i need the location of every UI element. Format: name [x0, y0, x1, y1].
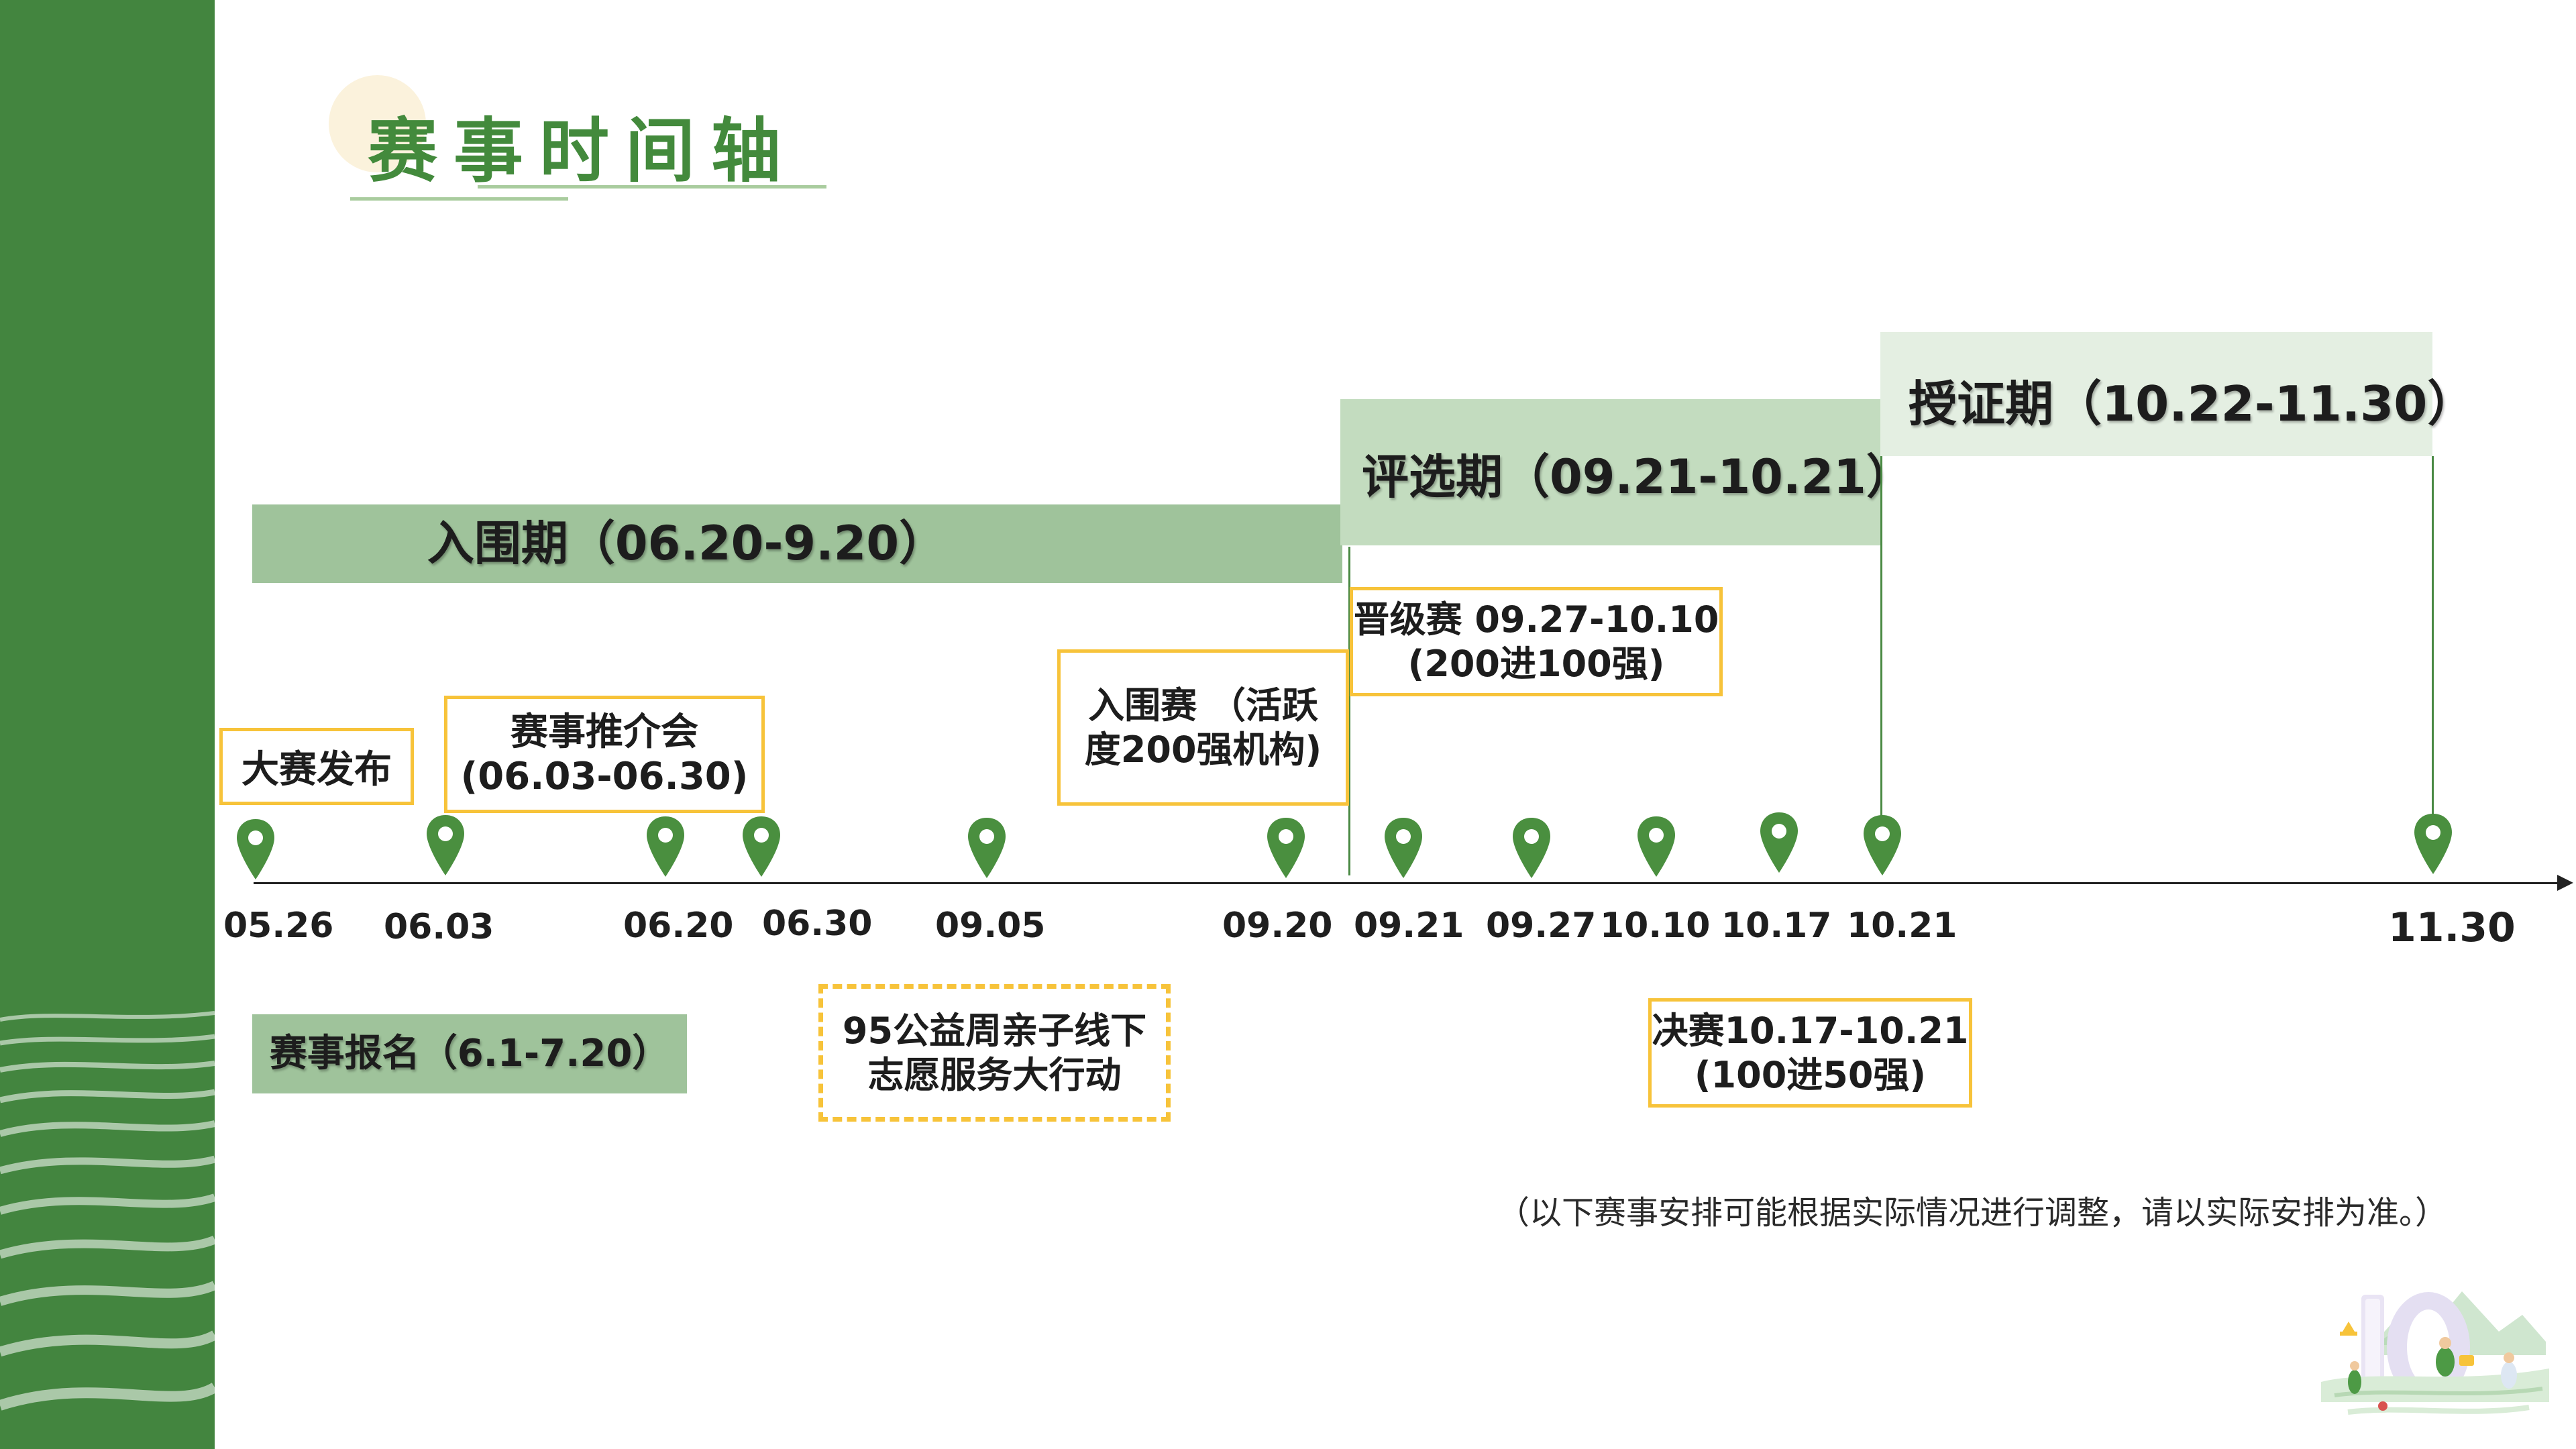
location-pin-icon: [645, 814, 686, 879]
event-launch-box: 大赛发布: [219, 728, 414, 805]
phase-shortlist-bar: 入围期（06.20-9.20）: [252, 504, 1342, 583]
anniversary-illustration: [2308, 1268, 2549, 1436]
disclaimer-note: （以下赛事安排可能根据实际情况进行调整，请以实际安排为准。）: [1497, 1194, 2448, 1232]
date-label: 06.30: [762, 904, 873, 944]
date-label: 11.30: [2388, 904, 2516, 951]
event-promotion-box: 晋级赛 09.27-10.10 (200进100强): [1350, 587, 1723, 696]
date-label: 09.27: [1486, 906, 1597, 946]
location-pin-icon: [2412, 812, 2454, 876]
date-label: 09.21: [1354, 906, 1464, 946]
location-pin-icon: [1383, 816, 1424, 880]
registration-label: 赛事报名（6.1-7.20）: [269, 1032, 670, 1075]
event-launch-label: 大赛发布: [241, 748, 392, 792]
phase-certification-bar: 授证期（10.22-11.30）: [1880, 332, 2475, 456]
location-pin-icon: [1862, 813, 1903, 877]
title-underline-secondary: [350, 197, 568, 201]
event-promo-range: (06.03-06.30): [460, 754, 749, 798]
phase-selection-label: 评选期（09.21-10.21）: [1362, 449, 1913, 504]
location-pin-icon: [966, 816, 1008, 880]
event-promo-title: 赛事推介会: [511, 710, 698, 754]
date-label: 09.05: [935, 906, 1046, 946]
left-decorative-band: [0, 0, 215, 1449]
phase-divider-line: [2432, 456, 2434, 822]
date-label: 06.20: [623, 906, 734, 946]
date-label: 10.21: [1847, 906, 1957, 946]
location-pin-icon: [1265, 816, 1307, 880]
page-title: 赛事时间轴: [368, 110, 798, 192]
event-promotion-line2: (200进100强): [1407, 642, 1665, 685]
date-label: 05.26: [223, 906, 334, 946]
event-final-line1: 决赛10.17-10.21: [1652, 1009, 1969, 1052]
location-pin-icon: [741, 814, 782, 879]
title-underline: [478, 185, 826, 189]
event-charity-box: 95公益周亲子线下 志愿服务大行动: [818, 984, 1171, 1122]
date-label: 06.03: [384, 907, 494, 947]
event-promotion-line1: 晋级赛 09.27-10.10: [1353, 598, 1719, 641]
event-entry-line1: 入围赛 （活跃: [1088, 684, 1318, 727]
phase-shortlist-label: 入围期（06.20-9.20）: [427, 516, 947, 571]
location-pin-icon: [1511, 816, 1552, 880]
phase-divider-line: [1348, 547, 1350, 875]
phase-selection-bar: 评选期（09.21-10.21）: [1340, 399, 1913, 545]
date-label: 10.17: [1721, 906, 1832, 946]
timeline-axis: [254, 882, 2561, 884]
date-label: 09.20: [1222, 906, 1333, 946]
event-charity-line1: 95公益周亲子线下: [842, 1009, 1147, 1052]
location-pin-icon: [1758, 810, 1800, 875]
event-final-line2: (100进50强): [1694, 1053, 1927, 1096]
event-entry-box: 入围赛 （活跃 度200强机构): [1057, 649, 1349, 806]
location-pin-icon: [1635, 814, 1677, 879]
location-pin-icon: [235, 817, 276, 881]
phase-certification-label: 授证期（10.22-11.30）: [1909, 376, 2476, 432]
title-accent-circle: [329, 75, 426, 172]
event-charity-line2: 志愿服务大行动: [867, 1053, 1122, 1096]
registration-bar: 赛事报名（6.1-7.20）: [252, 1014, 687, 1093]
event-entry-line2: 度200强机构): [1084, 728, 1322, 771]
location-pin-icon: [425, 813, 466, 877]
phase-divider-line: [1880, 456, 1882, 832]
event-final-box: 决赛10.17-10.21 (100进50强): [1648, 998, 1972, 1108]
date-label: 10.10: [1600, 906, 1711, 946]
event-promo-box: 赛事推介会 (06.03-06.30): [444, 696, 765, 813]
timeline-arrow-icon: [2557, 875, 2573, 891]
